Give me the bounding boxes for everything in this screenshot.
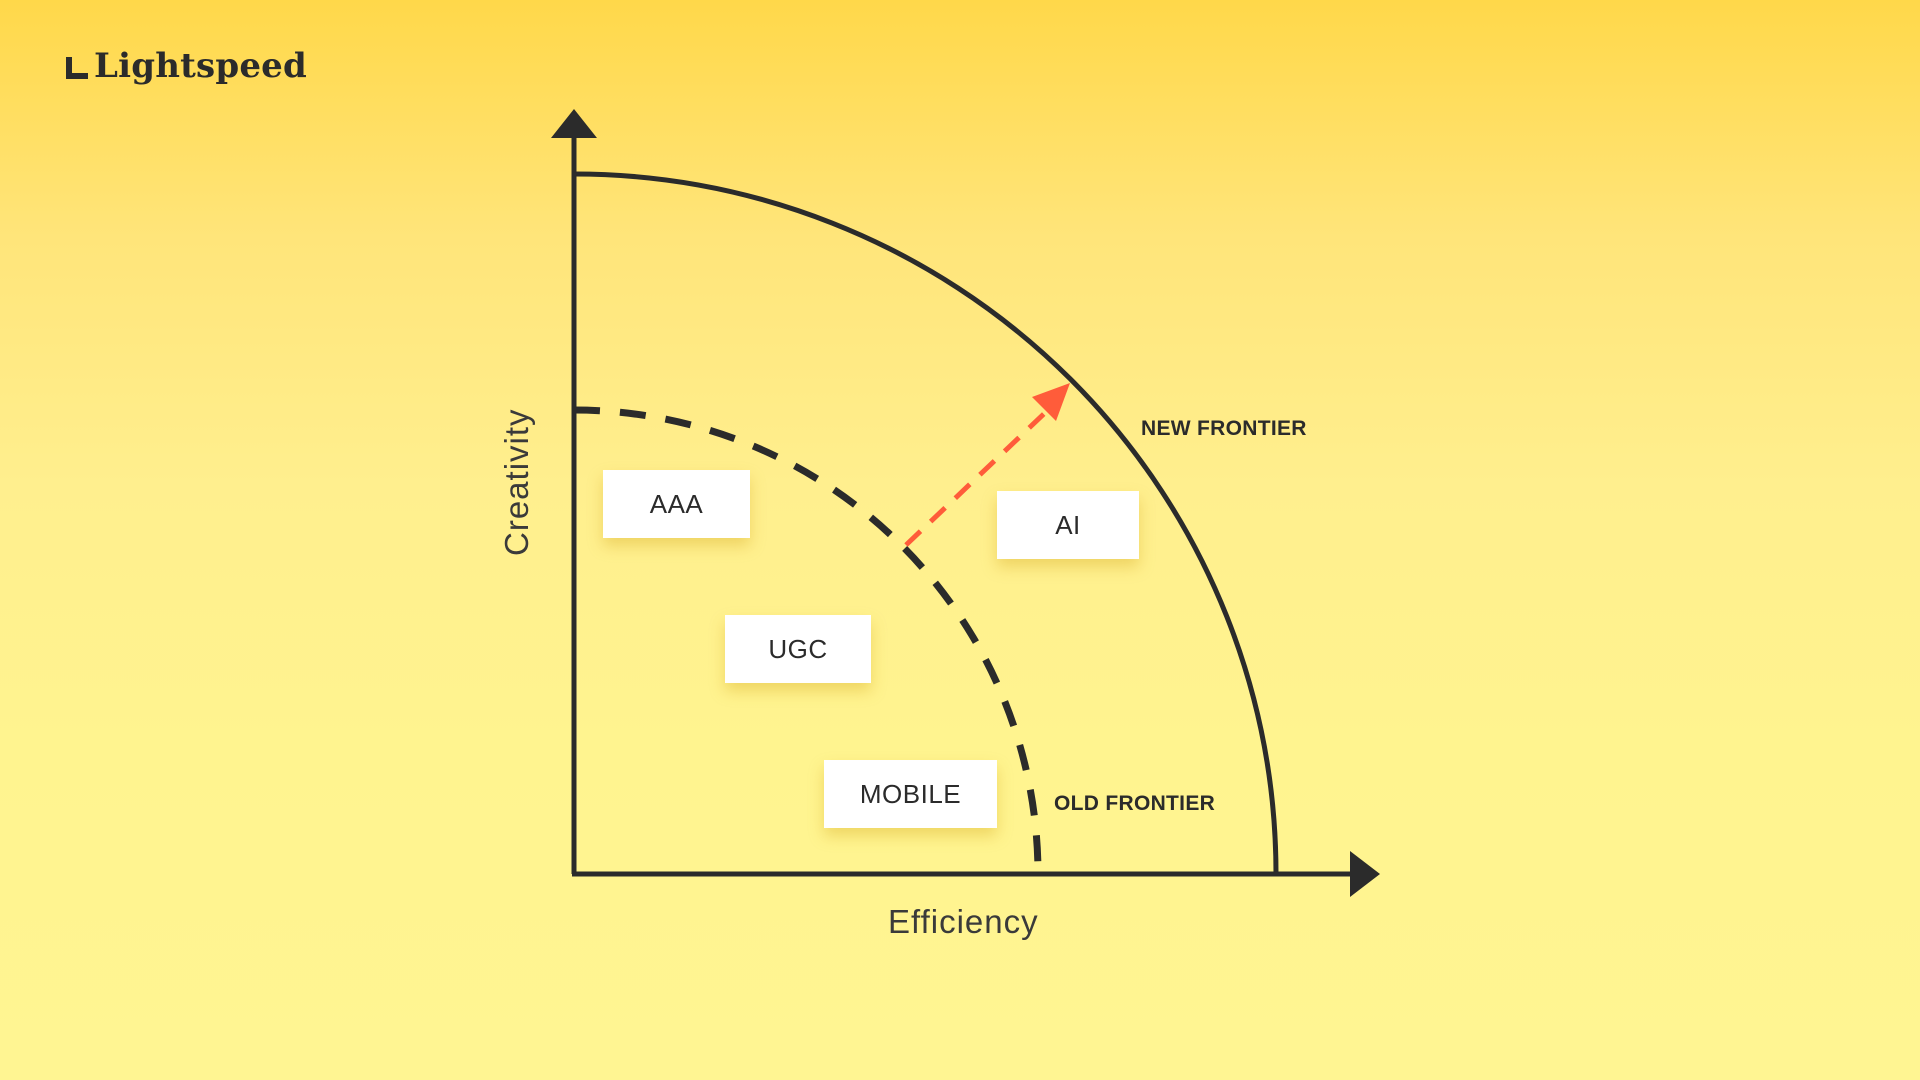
x-axis-label: Efficiency xyxy=(888,903,1039,940)
box-aaa: AAA xyxy=(603,470,750,538)
frontier-shift-arrowhead xyxy=(1032,383,1070,421)
lightspeed-logo: Lightspeed xyxy=(66,44,307,88)
old-frontier-curve xyxy=(573,406,1042,875)
y-axis-arrowhead xyxy=(551,109,597,138)
new-frontier-label: NEW FRONTIER xyxy=(1141,417,1307,440)
logo-text: Lightspeed xyxy=(94,46,307,86)
box-ugc: UGC xyxy=(725,615,871,683)
y-axis-label: Creativity xyxy=(498,408,535,556)
old-frontier-label: OLD FRONTIER xyxy=(1054,792,1216,815)
box-mobile: MOBILE xyxy=(824,760,997,828)
x-axis-arrowhead xyxy=(1350,851,1380,897)
logo-mark-icon xyxy=(66,57,88,79)
box-ai: AI xyxy=(997,491,1139,559)
new-frontier-curve xyxy=(573,171,1279,875)
